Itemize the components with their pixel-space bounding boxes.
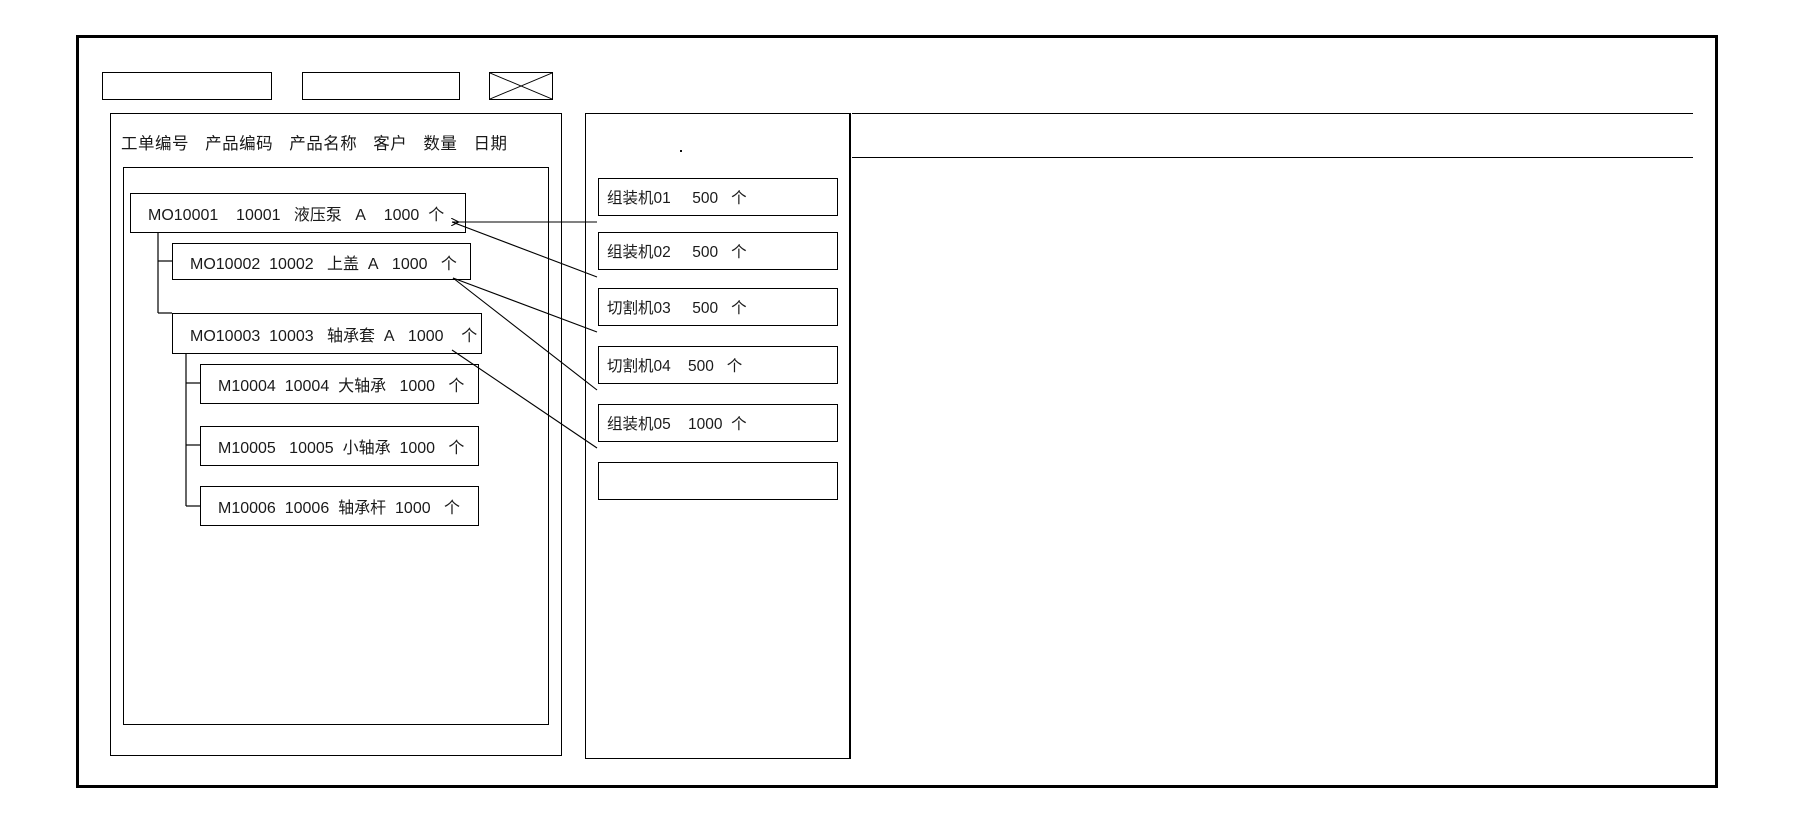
cell-product-name: 上盖 (327, 255, 360, 273)
table-row[interactable]: M10006 10006 轴承杆 1000 个 (200, 486, 479, 526)
list-item[interactable]: 组装机05 1000 个 (598, 404, 838, 442)
table-row[interactable]: M10005 10005 小轴承 1000 个 (200, 426, 479, 466)
table-row[interactable]: M10004 10004 大轴承 1000 个 (200, 364, 479, 404)
machine-cells: 组装机01 500 个 (599, 186, 747, 208)
cell-product-code: 10003 (269, 327, 314, 345)
cell-unit: 个 (428, 207, 445, 224)
cell-unit: 个 (440, 255, 457, 273)
cell-qty: 500 (687, 358, 714, 375)
cell-unit: 个 (461, 327, 478, 345)
work-order-panel: 工单编号 产品编码 产品名称 客户 数量 日期 MO10001 10001 液压… (110, 113, 562, 756)
detail-panel (850, 113, 1693, 759)
work-order-tree[interactable]: MO10001 10001 液压泵 A 1000 个 MO10002 10002… (123, 167, 549, 725)
cell-unit: 个 (731, 244, 747, 261)
cell-qty: 1000 (399, 440, 436, 457)
cell-product-code: 10005 (289, 440, 334, 457)
cell-unit: 个 (731, 190, 747, 207)
cell-machine: 组装机02 (607, 244, 671, 261)
row-cells: MO10003 10003 轴承套 A 1000 个 (173, 322, 477, 346)
list-item-empty[interactable] (598, 462, 838, 500)
detail-header-top-rule (852, 113, 1693, 114)
machine-cells: 切割机04 500 个 (599, 354, 742, 376)
detail-header-bottom-rule (852, 157, 1693, 158)
cell-product-code: 10006 (284, 500, 330, 517)
cell-qty: 1000 (687, 416, 723, 433)
cell-product-name: 小轴承 (342, 440, 391, 457)
cell-machine: 组装机05 (607, 416, 671, 433)
cell-qty: 1000 (395, 500, 431, 517)
image-placeholder-icon[interactable] (489, 72, 553, 100)
cell-unit: 个 (448, 378, 465, 395)
column-header-product-code: 产品编码 (205, 135, 274, 153)
table-row[interactable]: MO10001 10001 液压泵 A 1000 个 (130, 193, 466, 233)
list-item[interactable]: 切割机04 500 个 (598, 346, 838, 384)
cell-qty: 1000 (383, 207, 420, 224)
row-cells: MO10001 10001 液压泵 A 1000 个 (131, 201, 444, 225)
cell-qty: 500 (692, 300, 719, 317)
cell-machine: 切割机03 (607, 300, 671, 317)
list-item[interactable]: 组装机02 500 个 (598, 232, 838, 270)
cell-unit: 个 (443, 500, 460, 517)
cell-order-no: MO10002 (190, 255, 261, 273)
column-header-customer: 客户 (373, 135, 408, 153)
table-row[interactable]: MO10002 10002 上盖 A 1000 个 (172, 243, 471, 280)
row-cells: M10006 10006 轴承杆 1000 个 (201, 494, 460, 518)
list-item[interactable]: 切割机03 500 个 (598, 288, 838, 326)
machine-panel: 组装机01 500 个 组装机02 500 个 切割机03 500 个 切割机0… (585, 113, 850, 759)
machine-cells: 切割机03 500 个 (599, 296, 747, 318)
cell-order-no: M10006 (218, 500, 276, 517)
list-item[interactable]: 组装机01 500 个 (598, 178, 838, 216)
row-cells: M10004 10004 大轴承 1000 个 (201, 372, 464, 396)
column-header-order-no: 工单编号 (121, 135, 189, 153)
marker-dot (680, 150, 682, 152)
cell-unit: 个 (731, 300, 747, 317)
cell-customer: A (383, 327, 395, 345)
cell-qty: 500 (692, 244, 719, 261)
row-cells: MO10002 10002 上盖 A 1000 个 (173, 250, 457, 274)
cell-unit: 个 (731, 416, 747, 433)
cell-order-no: MO10001 (148, 207, 219, 224)
row-cells: M10005 10005 小轴承 1000 个 (201, 434, 464, 458)
cell-product-code: 10004 (284, 378, 330, 395)
column-header-qty: 数量 (423, 135, 458, 153)
cell-machine: 切割机04 (607, 358, 671, 375)
column-header-product-name: 产品名称 (289, 135, 358, 153)
cell-qty: 500 (692, 190, 719, 207)
cell-customer: A (367, 255, 379, 273)
cell-customer: A (355, 207, 366, 224)
table-row[interactable]: MO10003 10003 轴承套 A 1000 个 (172, 313, 482, 354)
cell-product-name: 轴承套 (327, 327, 376, 345)
cell-product-code: 10001 (236, 207, 281, 224)
cell-qty: 1000 (407, 327, 444, 345)
machine-cells: 组装机05 1000 个 (599, 412, 747, 434)
cell-product-name: 轴承杆 (338, 500, 387, 517)
cell-unit: 个 (448, 440, 465, 457)
text-field-2[interactable] (302, 72, 460, 100)
crossed-box-icon (490, 73, 552, 99)
cell-qty: 1000 (399, 378, 436, 395)
column-header-date: 日期 (473, 135, 508, 153)
column-headers: 工单编号 产品编码 产品名称 客户 数量 日期 (121, 130, 551, 154)
cell-unit: 个 (726, 358, 743, 375)
cell-product-code: 10002 (269, 255, 314, 273)
cell-order-no: M10005 (218, 440, 276, 457)
cell-product-name: 大轴承 (338, 378, 387, 395)
machine-cells: 组装机02 500 个 (599, 240, 747, 262)
cell-qty: 1000 (391, 255, 428, 273)
cell-machine: 组装机01 (607, 190, 671, 207)
cell-product-name: 液压泵 (293, 207, 342, 224)
cell-order-no: M10004 (218, 378, 276, 395)
cell-order-no: MO10003 (190, 327, 261, 345)
text-field-1[interactable] (102, 72, 272, 100)
